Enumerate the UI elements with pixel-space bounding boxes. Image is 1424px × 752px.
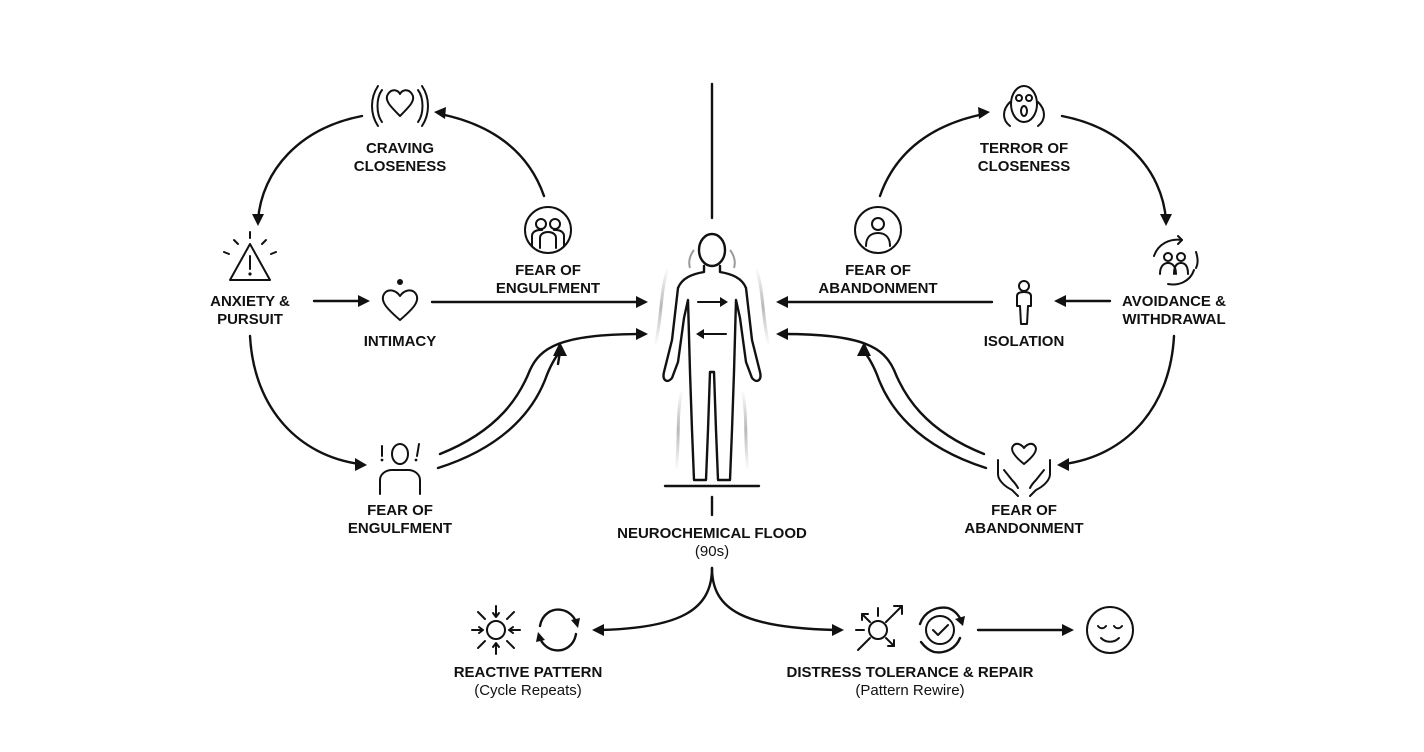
- avoidance-line1: AVOIDANCE &: [1122, 293, 1226, 310]
- heart-waves-icon: [371, 85, 429, 127]
- fear-aband-bottom-line2: ABANDONMENT: [964, 520, 1084, 537]
- reactive-line2: (Cycle Repeats): [474, 682, 582, 699]
- fear-engulf-bottom-line2: ENGULFMENT: [347, 520, 453, 537]
- fear-engulf-top-line2: ENGULFMENT: [495, 280, 601, 297]
- right-cycle-connectors: [776, 107, 1176, 471]
- label-isolation: ISOLATION: [984, 333, 1065, 351]
- fear-engulf-top-line1: FEAR OF: [515, 262, 581, 279]
- fear-aband-top-line1: FEAR OF: [845, 262, 911, 279]
- flood-line1: NEUROCHEMICAL FLOOD: [617, 525, 807, 542]
- avoidance-line2: WITHDRAWAL: [1122, 311, 1226, 328]
- label-intimacy: INTIMACY: [364, 333, 437, 351]
- distress-line1: DISTRESS TOLERANCE & REPAIR: [786, 664, 1034, 681]
- label-terror-closeness: TERROR OF CLOSENESS: [978, 140, 1071, 176]
- label-reactive-pattern: REACTIVE PATTERN (Cycle Repeats): [454, 664, 603, 700]
- anxiety-line1: ANXIETY &: [210, 293, 290, 310]
- center-divider: [663, 82, 761, 517]
- flood-line2: (90s): [694, 543, 730, 560]
- compress-sun-icon: [471, 605, 521, 655]
- anxiety-line2: PURSUIT: [217, 311, 283, 328]
- terror-line1: TERROR OF: [979, 140, 1069, 157]
- scream-face-icon: [1003, 85, 1045, 127]
- fear-engulf-bottom-line1: FEAR OF: [367, 502, 433, 519]
- label-distress-tolerance: DISTRESS TOLERANCE & REPAIR (Pattern Rew…: [787, 664, 1034, 700]
- label-avoidance-withdrawal: AVOIDANCE & WITHDRAWAL: [1122, 293, 1226, 329]
- label-fear-abandonment-bottom: FEAR OF ABANDONMENT: [964, 502, 1083, 538]
- person-circle-icon: [854, 206, 902, 254]
- label-anxiety-pursuit: ANXIETY & PURSUIT: [210, 293, 290, 329]
- people-circle-icon: [524, 206, 572, 254]
- label-craving-closeness: CRAVING CLOSENESS: [354, 140, 447, 176]
- calm-face-icon: [1086, 606, 1134, 654]
- intimacy-line1: INTIMACY: [363, 333, 437, 350]
- craving-line2: CLOSENESS: [353, 158, 447, 175]
- hands-heart-icon: [997, 442, 1051, 497]
- label-fear-engulfment-top: FEAR OF ENGULFMENT: [496, 262, 600, 298]
- fear-aband-top-line2: ABANDONMENT: [818, 280, 938, 297]
- distress-line2: (Pattern Rewire): [855, 682, 965, 699]
- standing-person-icon: [1016, 280, 1032, 325]
- heart-icon: [381, 279, 419, 321]
- fear-aband-bottom-line1: FEAR OF: [991, 502, 1057, 519]
- check-cycle-icon: [918, 606, 965, 654]
- expand-sun-icon: [855, 605, 903, 651]
- alarmed-person-icon: [379, 443, 421, 495]
- left-cycle-connectors: [248, 107, 648, 471]
- label-neurochemical-flood: NEUROCHEMICAL FLOOD (90s): [617, 525, 807, 561]
- label-fear-abandonment-top: FEAR OF ABANDONMENT: [818, 262, 937, 298]
- people-cycle-icon: [1153, 235, 1199, 286]
- human-body-icon: [653, 232, 771, 482]
- warning-triangle-icon: [223, 231, 277, 281]
- craving-line1: CRAVING: [365, 140, 435, 157]
- bottom-branch-connectors: [592, 566, 1074, 636]
- label-fear-engulfment-bottom: FEAR OF ENGULFMENT: [348, 502, 452, 538]
- terror-line2: CLOSENESS: [977, 158, 1071, 175]
- isolation-line1: ISOLATION: [983, 333, 1065, 350]
- cycle-arrows-icon: [536, 608, 580, 652]
- reactive-line1: REACTIVE PATTERN: [453, 664, 603, 681]
